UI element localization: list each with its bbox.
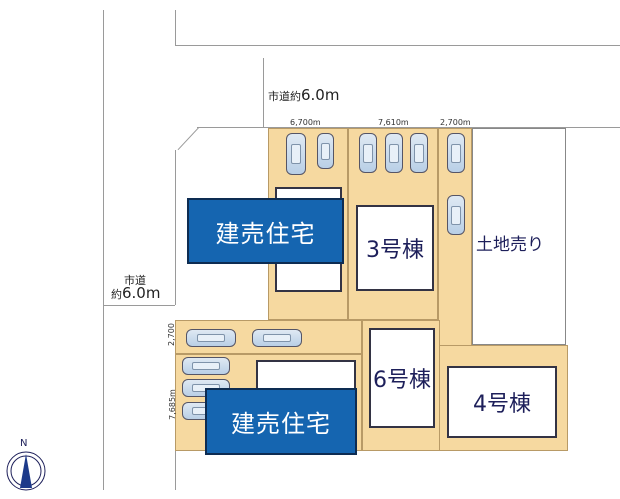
car-icon: [447, 195, 465, 235]
west-road-width: 約6.0m: [111, 284, 161, 302]
dimension-line: [263, 58, 264, 127]
car-icon: [385, 133, 403, 173]
land-for-sale-label: 土地売り: [476, 235, 544, 255]
road-edge-north: [175, 45, 620, 46]
site-boundary-west: [175, 150, 176, 305]
car-icon: [359, 133, 377, 173]
car-icon: [182, 357, 230, 375]
car-icon: [286, 133, 306, 175]
dimension-lot-a: 6,700m: [290, 118, 321, 127]
road-edge: [175, 10, 176, 46]
road-edge-west: [103, 10, 104, 490]
north-road-label: 市道約6.0m: [268, 86, 340, 104]
land-for-sale-lot: [472, 128, 566, 345]
dimension-lot-b: 7,610m: [378, 118, 409, 127]
dimension-line: [103, 305, 175, 306]
building-3: 3号棟: [356, 205, 434, 291]
compass-north-label: N: [20, 438, 28, 449]
ready-built-house-badge: 建売住宅: [187, 198, 344, 264]
dimension-lot-c: 2,700m: [440, 118, 471, 127]
car-icon: [252, 329, 302, 347]
dimension-west-lot: 7,685m: [167, 389, 177, 420]
dimension-driveway: 2,700: [166, 323, 176, 346]
building-4: 4号棟: [447, 366, 557, 438]
building-6: 6号棟: [369, 328, 435, 428]
car-icon: [410, 133, 428, 173]
ready-built-house-badge: 建売住宅: [205, 388, 357, 455]
site-boundary-north: [197, 127, 620, 128]
car-icon: [317, 133, 334, 169]
compass-icon: [6, 451, 46, 491]
west-road-label: 市道: [124, 274, 146, 287]
car-icon: [186, 329, 236, 347]
corner-cut: [177, 126, 200, 151]
car-icon: [447, 133, 465, 173]
